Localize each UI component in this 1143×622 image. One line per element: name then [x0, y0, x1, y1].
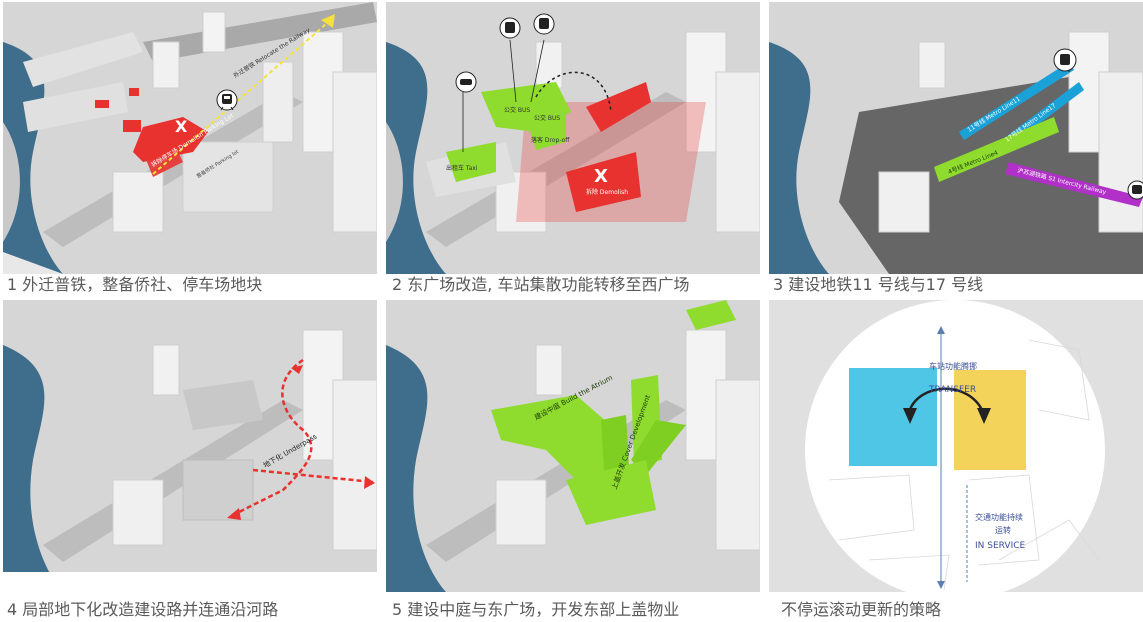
underpass-route: [232, 358, 313, 517]
red-block-upper: [586, 82, 651, 132]
riverside-route: [252, 468, 374, 484]
transfer-cn-label: 车站功能腾挪: [929, 361, 977, 371]
cover-podium: [566, 460, 656, 525]
service-cn-label-1: 交通功能持续: [975, 512, 1023, 522]
panel-2-map: 出租车 Taxi 公交 BUS 公交 BUS 落客 Drop-off X 拆除 …: [386, 2, 760, 274]
red-plot-small-1: [95, 100, 109, 108]
drop-label: 落客 Drop-off: [531, 136, 570, 144]
red-plot-small-3: [129, 88, 139, 96]
transfer-en-label: TRANSFER: [928, 385, 976, 395]
red-block-lower: [566, 152, 641, 212]
panel-6-caption: 不停运滚动更新的策略: [781, 600, 942, 619]
panel-3-svg: 11号线 Metro Line11 17号线 Metro Line17 4号线 …: [769, 2, 1143, 274]
relocate-rail-path: [152, 17, 334, 175]
bus-label-b: 公交 BUS: [534, 114, 560, 122]
panel-4-map: 地下化 Underpass: [3, 300, 377, 572]
panel-3-caption: 3 建设地铁11 号线与17 号线: [773, 275, 984, 294]
panel-4-svg: 地下化 Underpass: [3, 300, 377, 572]
metro-line-4-bar: [934, 117, 1059, 182]
service-block-yellow: [954, 370, 1026, 470]
demolish-x-mark-2: X: [594, 166, 608, 187]
panel-5-map: 建设中庭 Build the Atrium 上盖开发 Cover Develop…: [386, 300, 760, 592]
intercity-rail-bar: [1005, 162, 1143, 207]
panel-5-svg: 建设中庭 Build the Atrium 上盖开发 Cover Develop…: [386, 300, 760, 592]
taxi-label: 出租车 Taxi: [446, 164, 478, 172]
service-cn-label-2: 运转: [995, 525, 1011, 535]
panel-6-svg: 车站功能腾挪 TRANSFER 交通功能持续 运转 IN SERVICE: [769, 300, 1143, 592]
green-plaza-taxi: [446, 142, 496, 182]
demolish-x-mark: X: [175, 117, 188, 136]
bus-label-a: 公交 BUS: [504, 106, 530, 114]
panel-6-strategy: 车站功能腾挪 TRANSFER 交通功能持续 运转 IN SERVICE: [769, 300, 1143, 592]
underpass-arrow-end: [227, 508, 241, 520]
transfer-block-cyan: [849, 368, 937, 466]
panel-1-map: X 拆除停车场 Demolish Parking Lot 外迁普铁 Reloca…: [3, 2, 377, 274]
metro-line-11-bar: [959, 62, 1074, 140]
panel-1-caption: 1 外迁普铁，整备侨社、停车场地块: [7, 275, 263, 294]
atrium-green-mass: [491, 395, 626, 490]
transfer-arrow-arc: [907, 387, 985, 413]
red-plot-small-2: [123, 120, 141, 132]
panel-2-svg: 出租车 Taxi 公交 BUS 公交 BUS 落客 Drop-off X 拆除 …: [386, 2, 760, 274]
service-en-label: IN SERVICE: [975, 541, 1026, 551]
transfer-arc-arrow: [535, 71, 612, 113]
panel-3-map: 11号线 Metro Line11 17号线 Metro Line17 4号线 …: [769, 2, 1143, 274]
green-plaza-drop: [526, 112, 566, 150]
relocate-arrow: [321, 14, 335, 28]
panel-4-caption: 4 局部地下化改造建设路并连通沿河路: [7, 600, 279, 619]
panel-2-caption: 2 东广场改造, 车站集散功能转移至西广场: [392, 275, 690, 294]
demolish-label: 拆除 Demolish: [586, 188, 628, 196]
panel-5-caption: 5 建设中庭与东广场，开发东部上盖物业: [392, 600, 680, 619]
panel-1-svg: X 拆除停车场 Demolish Parking Lot 外迁普铁 Reloca…: [3, 2, 377, 274]
